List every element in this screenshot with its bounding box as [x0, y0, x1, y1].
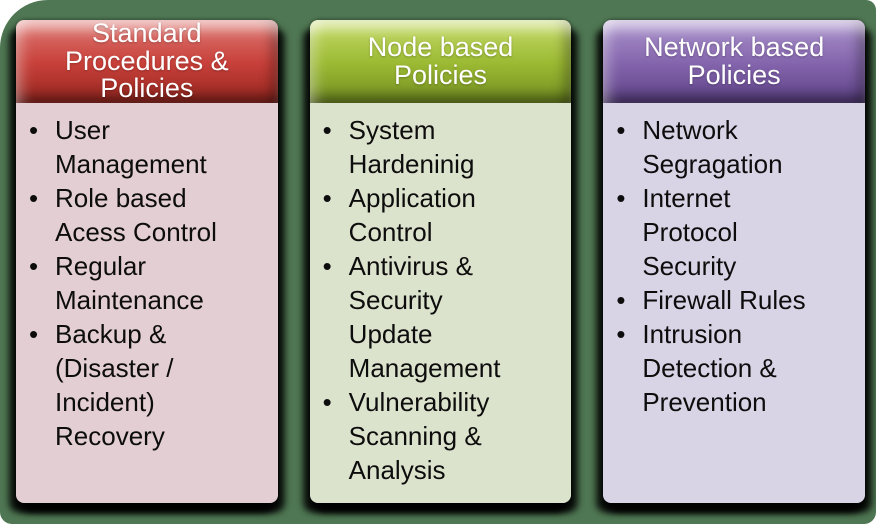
list-item-text: Regular Maintenance	[55, 251, 204, 315]
bullet-icon: •	[322, 183, 332, 213]
bullet-icon: •	[29, 319, 39, 349]
card-header: Node based Policies	[309, 20, 572, 103]
list-item: • Role based Acess Control	[26, 181, 256, 249]
list-item: • Regular Maintenance	[26, 249, 256, 317]
bullet-list: • Network Segragation • Internet Protocol S…	[613, 113, 843, 419]
card-title: Network based Policies	[644, 32, 825, 90]
bullet-icon: •	[616, 115, 626, 145]
bullet-icon: •	[616, 285, 626, 315]
bullet-icon: •	[29, 115, 39, 145]
card-standard-procedures-policies: Standard Procedures & Policies • User Man…	[16, 20, 278, 503]
list-item: • Vulnerability Scanning & Analysis	[320, 385, 550, 487]
list-item-text: Backup & (Disaster / Incident) Recovery	[55, 319, 174, 451]
list-item-text: Firewall Rules	[642, 285, 806, 315]
card-header: Network based Policies	[603, 20, 866, 103]
card-header: Standard Procedures & Policies	[16, 20, 278, 103]
card-network-based-policies: Network based Policies • Network Segragat…	[603, 20, 866, 503]
list-item: • User Management	[26, 113, 256, 181]
list-item-text: Network Segragation	[642, 115, 783, 179]
bullet-icon: •	[616, 319, 626, 349]
bullet-icon: •	[616, 183, 626, 213]
card-body: • User Management • Role based Acess Contro…	[16, 103, 278, 503]
card-node-based-policies: Node based Policies • System Hardeninig • A…	[309, 20, 572, 503]
list-item-text: Role based Acess Control	[55, 183, 217, 247]
list-item: • Antivirus & Security Update Management	[320, 249, 550, 385]
bullet-list: • System Hardeninig • Application Control • A…	[320, 113, 550, 487]
card-body: • Network Segragation • Internet Protocol S…	[603, 103, 866, 503]
bullet-icon: •	[29, 251, 39, 281]
bullet-list: • User Management • Role based Acess Contro…	[26, 113, 256, 453]
list-item: • Network Segragation	[613, 113, 843, 181]
card-title: Node based Policies	[367, 32, 514, 90]
bullet-icon: •	[322, 387, 332, 417]
list-item: • Firewall Rules	[613, 283, 843, 317]
list-item-text: User Management	[55, 115, 207, 179]
cards-row: Standard Procedures & Policies • User Man…	[16, 20, 866, 503]
list-item: • Application Control	[320, 181, 550, 249]
bullet-icon: •	[29, 183, 39, 213]
list-item-text: Vulnerability Scanning & Analysis	[348, 387, 490, 485]
bullet-icon: •	[322, 115, 332, 145]
bullet-icon: •	[322, 251, 332, 281]
list-item: • Internet Protocol Security	[613, 181, 843, 283]
list-item-text: Intrusion Detection & Prevention	[642, 319, 777, 417]
list-item: • Intrusion Detection & Prevention	[613, 317, 843, 419]
list-item: • Backup & (Disaster / Incident) Recovery	[26, 317, 256, 453]
list-item-text: Antivirus & Security Update Management	[348, 251, 501, 383]
list-item-text: Internet Protocol Security	[642, 183, 738, 281]
list-item: • System Hardeninig	[320, 113, 550, 181]
list-item-text: Application Control	[348, 183, 476, 247]
card-title: Standard Procedures & Policies	[65, 18, 229, 104]
card-body: • System Hardeninig • Application Control • A…	[309, 103, 572, 503]
list-item-text: System Hardeninig	[348, 115, 475, 179]
